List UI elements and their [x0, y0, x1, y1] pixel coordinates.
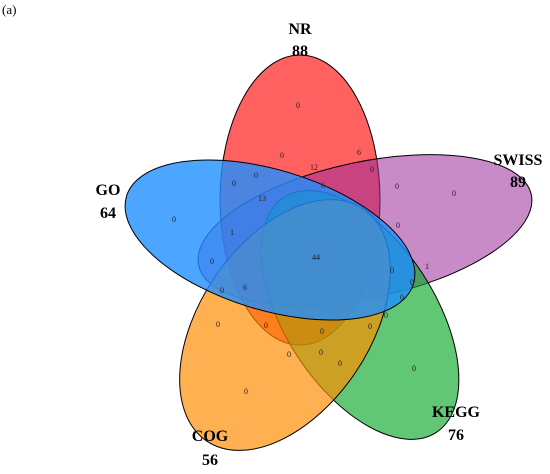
region-count: 0: [368, 322, 372, 331]
swiss-total: 89: [510, 174, 526, 191]
cog-total: 56: [202, 452, 218, 469]
region-count: 0: [287, 350, 291, 359]
region-count: 0: [254, 171, 258, 180]
region-count: 0: [280, 151, 284, 160]
go-label: GO: [96, 182, 121, 199]
region-count: 0: [370, 165, 374, 174]
region-nr-only: 0: [296, 101, 300, 110]
region-count: 13: [258, 194, 266, 203]
region-count: 6: [321, 181, 325, 190]
panel-label: (a): [2, 2, 16, 17]
region-count: 12: [310, 163, 318, 172]
region-swiss-only: 0: [452, 189, 456, 198]
region-count: 0: [410, 278, 414, 287]
region-count: 0: [220, 286, 224, 295]
cog-label: COG: [192, 428, 229, 445]
region-count: 0: [320, 327, 324, 336]
region-kegg-only: 0: [412, 364, 416, 373]
region-count: 0: [390, 266, 394, 275]
region-count: 6: [243, 283, 247, 292]
region-count: 0: [210, 257, 214, 266]
go-total: 64: [100, 205, 116, 222]
go-ellipse: [124, 159, 416, 321]
region-go-only: 0: [172, 215, 176, 224]
region-count: 1: [230, 228, 234, 237]
region-count: 0: [400, 293, 404, 302]
region-count: 0: [319, 348, 323, 357]
region-cog-only: 0: [244, 387, 248, 396]
kegg-total: 76: [448, 427, 464, 444]
region-count: 0: [216, 320, 220, 329]
nr-label: NR: [288, 21, 312, 38]
region-count: 6: [357, 148, 361, 157]
swiss-label: SWISS: [494, 152, 543, 169]
region-count: 0: [338, 359, 342, 368]
region-count: 1: [425, 262, 429, 271]
region-count: 0: [264, 321, 268, 330]
kegg-label: KEGG: [432, 404, 481, 421]
region-count: 0: [384, 311, 388, 320]
region-count: 0: [395, 182, 399, 191]
region-all-five: 44: [312, 253, 320, 262]
nr-total: 88: [292, 43, 308, 60]
region-count: 0: [232, 179, 236, 188]
region-count: 0: [396, 221, 400, 230]
